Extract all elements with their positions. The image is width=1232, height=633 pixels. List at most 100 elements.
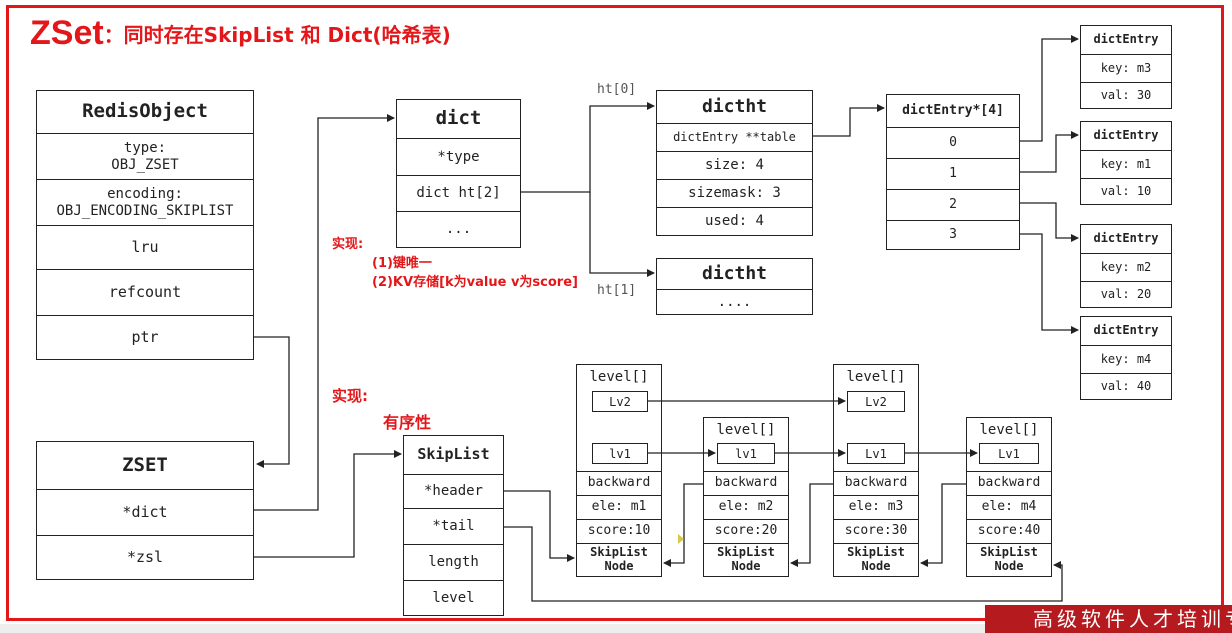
dict-ht: dict ht[2]: [397, 175, 520, 211]
slide-frame: [6, 5, 1224, 621]
arrow-dict-ptr-to-dict: [254, 114, 395, 511]
skiplist-box: SkipList *header *tail length level: [403, 435, 504, 616]
entry-array-slot-0: 0: [887, 127, 1019, 158]
dict-entry-val: val: 40: [1081, 373, 1171, 399]
impl-note-skiplist-line1: 有序性: [383, 413, 432, 432]
dict-entry-header: dictEntry: [1093, 231, 1159, 246]
redis-object-box: RedisObject type: OBJ_ZSET encoding: OBJ…: [36, 90, 254, 360]
dict-box: dict *type dict ht[2] ...: [396, 99, 521, 248]
dictht0-sizemask: sizemask: 3: [657, 179, 812, 207]
node-score: score:10: [577, 519, 661, 543]
node-backward: backward: [704, 471, 788, 495]
impl-note-dict-line1: (1)键唯一: [372, 256, 432, 271]
arrow-slot3: [1020, 233, 1079, 334]
arrow-table-to-array: [813, 104, 885, 137]
title-rest: ：同时存在SkipList 和 Dict(哈希表): [103, 23, 451, 47]
dict-entry-key: key: m3: [1081, 54, 1171, 82]
skiplist-node-m1: level[] backward ele: m1 score:10 SkipLi…: [576, 364, 662, 577]
skiplist-tail: *tail: [404, 508, 503, 544]
redis-object-type: type: OBJ_ZSET: [37, 133, 253, 179]
dict-more: ...: [397, 211, 520, 247]
redis-object-refcount: refcount: [37, 269, 253, 315]
redis-object-lru: lru: [37, 225, 253, 269]
zset-box: ZSET *dict *zsl: [36, 441, 254, 580]
arrow-back-m2-to-m1: [663, 483, 703, 567]
redis-object-encoding: encoding: OBJ_ENCODING_SKIPLIST: [37, 179, 253, 225]
bottom-strip: [0, 624, 1232, 633]
arrow-zsl-to-skiplist: [254, 450, 402, 558]
redis-object-header: RedisObject: [82, 100, 208, 123]
node-level-label: level[]: [979, 422, 1039, 438]
entry-array-header: dictEntry*[4]: [902, 102, 1004, 118]
zset-dict: *dict: [37, 489, 253, 535]
zset-header: ZSET: [122, 453, 168, 476]
dict-entry-header: dictEntry: [1093, 128, 1159, 143]
arrow-ptr-to-zset: [254, 336, 290, 468]
entry-array-slot-1: 1: [887, 158, 1019, 189]
cursor-icon: [678, 534, 684, 544]
dictht0-table: dictEntry **table: [657, 123, 812, 151]
dictht1-box: dictht ....: [656, 258, 813, 315]
node-m4-lv1: Lv1: [979, 443, 1039, 464]
node-m2-lv1: lv1: [717, 443, 775, 464]
node-footer: SkipList Node: [834, 543, 918, 576]
entry-array-slot-2: 2: [887, 189, 1019, 220]
dict-entry-val: val: 20: [1081, 281, 1171, 307]
slide-title: ZSet：同时存在SkipList 和 Dict(哈希表): [30, 14, 451, 53]
node-m1-lv2: Lv2: [592, 391, 648, 412]
arrow-header-to-first: [504, 490, 575, 562]
dictht0-box: dictht dictEntry **table size: 4 sizemas…: [656, 90, 813, 236]
dict-entry-header: dictEntry: [1093, 323, 1159, 338]
arrow-slot1: [1020, 131, 1079, 173]
zset-zsl: *zsl: [37, 535, 253, 579]
node-footer: SkipList Node: [704, 543, 788, 576]
entry-array-slot-3: 3: [887, 220, 1019, 249]
arrow-back-m3-to-m2: [790, 483, 833, 567]
dict-entry-m1: dictEntry key: m1 val: 10: [1080, 121, 1172, 205]
node-score: score:30: [834, 519, 918, 543]
ht1-label: ht[1]: [597, 283, 637, 298]
dictht0-header: dictht: [701, 95, 768, 117]
node-ele: ele: m4: [967, 495, 1051, 519]
dict-entry-key: key: m2: [1081, 253, 1171, 281]
node-ele: ele: m3: [834, 495, 918, 519]
node-m3-lv1: Lv1: [847, 443, 905, 464]
node-m3-lv2: Lv2: [847, 391, 905, 412]
dict-entry-val: val: 30: [1081, 82, 1171, 108]
arrow-ht0: [521, 102, 655, 193]
skiplist-header-ptr: *header: [404, 474, 503, 508]
arrow-slot0: [1020, 35, 1079, 142]
dictht0-size: size: 4: [657, 151, 812, 179]
node-backward: backward: [834, 471, 918, 495]
title-prefix: ZSet: [30, 14, 104, 52]
node-backward: backward: [577, 471, 661, 495]
arrow-slot2: [1020, 202, 1079, 242]
node-backward: backward: [967, 471, 1051, 495]
dict-entry-val: val: 10: [1081, 178, 1171, 204]
redis-object-ptr: ptr: [37, 315, 253, 359]
dict-entry-m4: dictEntry key: m4 val: 40: [1080, 316, 1172, 400]
dictht0-used: used: 4: [657, 207, 812, 235]
impl-note-dict: 实现:: [332, 237, 364, 252]
skiplist-header: SkipList: [417, 445, 490, 464]
node-score: score:20: [704, 519, 788, 543]
dict-entry-m3: dictEntry key: m3 val: 30: [1080, 25, 1172, 109]
impl-note-dict-line2: (2)KV存储[k为value v为score]: [372, 275, 578, 290]
arrow-back-m4-to-m3: [920, 483, 966, 567]
dict-entry-key: key: m4: [1081, 345, 1171, 373]
node-score: score:40: [967, 519, 1051, 543]
node-ele: ele: m1: [577, 495, 661, 519]
skiplist-length: length: [404, 544, 503, 580]
node-level-label: level[]: [716, 422, 776, 438]
dict-entry-m2: dictEntry key: m2 val: 20: [1080, 224, 1172, 308]
dictht1-header: dictht: [701, 262, 768, 284]
skiplist-level: level: [404, 580, 503, 615]
dict-type: *type: [397, 138, 520, 175]
dict-entry-key: key: m1: [1081, 150, 1171, 178]
node-m1-lv1: lv1: [592, 443, 648, 464]
arrow-ht1: [589, 192, 655, 277]
entry-array-box: dictEntry*[4] 0 1 2 3: [886, 94, 1020, 250]
node-level-label: level[]: [846, 369, 906, 385]
node-ele: ele: m2: [704, 495, 788, 519]
